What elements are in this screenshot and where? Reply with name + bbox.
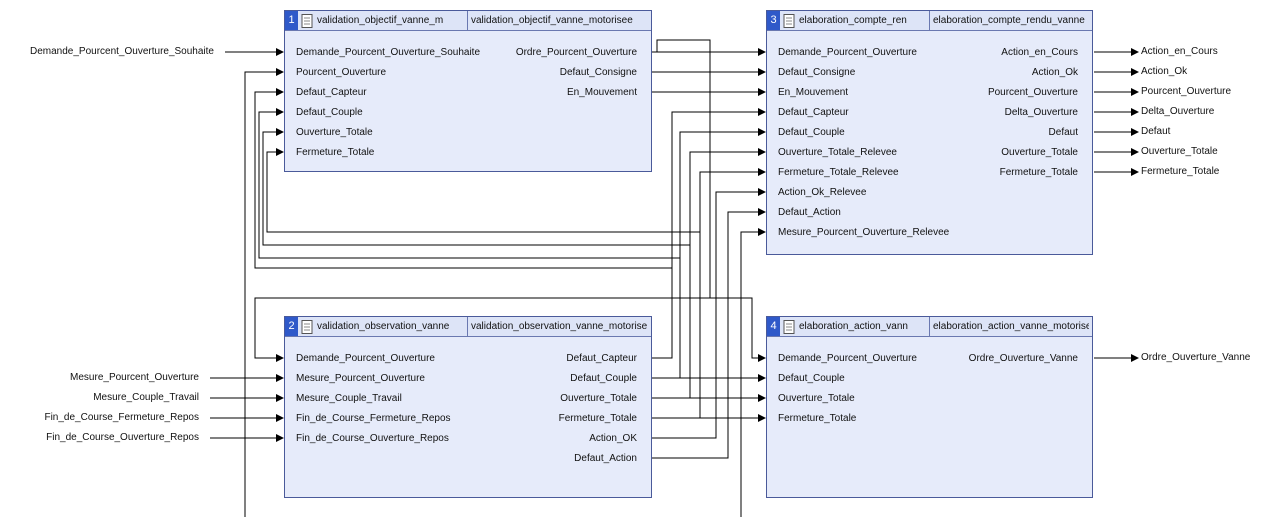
- input-port: Defaut_Couple: [296, 107, 363, 118]
- input-port: Fin_de_Course_Ouverture_Repos: [296, 433, 449, 444]
- output-port: Pourcent_Ouverture: [987, 87, 1078, 98]
- header-divider: [929, 11, 930, 30]
- output-port: Fermeture_Totale: [558, 413, 637, 424]
- wire: [266, 148, 701, 418]
- external-output: Ordre_Ouverture_Vanne: [1141, 352, 1251, 363]
- input-port: Mesure_Pourcent_Ouverture: [296, 373, 425, 384]
- input-port: Ouverture_Totale: [778, 393, 855, 404]
- external-output: Action_Ok: [1141, 66, 1188, 77]
- input-port: Mesure_Couple_Travail: [296, 393, 402, 404]
- block-doc-icon: [301, 320, 313, 334]
- block-header: 2 validation_observation_vanne validatio…: [285, 317, 651, 337]
- input-port: Ouverture_Totale: [296, 127, 373, 138]
- output-port: Ouverture_Totale: [1001, 147, 1078, 158]
- block-number: 3: [767, 11, 780, 30]
- output-port: Defaut_Action: [574, 453, 637, 464]
- output-port: Defaut_Consigne: [559, 67, 637, 78]
- input-port: Fermeture_Totale: [778, 413, 857, 424]
- external-input: Mesure_Pourcent_Ouverture: [70, 372, 199, 383]
- block-header: 1 validation_objectif_vanne_m validation…: [285, 11, 651, 31]
- block-doc-icon: [783, 14, 795, 28]
- external-input: Fin_de_Course_Ouverture_Repos: [46, 432, 199, 443]
- block-number: 1: [285, 11, 298, 30]
- wire: [258, 108, 681, 378]
- input-port: Fin_de_Course_Fermeture_Repos: [296, 413, 451, 424]
- output-port: Action_OK: [589, 433, 637, 444]
- block-name: validation_objectif_vanne_m: [317, 15, 444, 26]
- input-port: Defaut_Couple: [778, 373, 845, 384]
- block-doc-icon: [783, 320, 795, 334]
- output-port: Defaut_Couple: [570, 373, 637, 384]
- input-port: Fermeture_Totale_Relevee: [778, 167, 899, 178]
- input-port: Defaut_Couple: [778, 127, 845, 138]
- block-4[interactable]: 4 elaboration_action_vann elaboration_ac…: [766, 316, 1093, 498]
- external-output: Defaut: [1141, 126, 1171, 137]
- wire: [262, 128, 691, 398]
- header-divider: [467, 11, 468, 30]
- wire: [689, 148, 766, 245]
- block-full-name: elaboration_compte_rendu_vanne: [933, 15, 1085, 26]
- output-port: Action_en_Cours: [1001, 47, 1078, 58]
- wire: [651, 208, 766, 459]
- block-header: 3 elaboration_compte_ren elaboration_com…: [767, 11, 1092, 31]
- output-port: Ordre_Ouverture_Vanne: [968, 353, 1078, 364]
- output-port: Fermeture_Totale: [999, 167, 1078, 178]
- header-divider: [929, 317, 930, 336]
- wire: [710, 297, 766, 362]
- input-port: En_Mouvement: [778, 87, 849, 98]
- wire: [740, 228, 766, 517]
- external-output: Pourcent_Ouverture: [1141, 86, 1232, 97]
- external-input: Mesure_Couple_Travail: [93, 392, 199, 403]
- header-divider: [467, 317, 468, 336]
- external-output: Action_en_Cours: [1141, 46, 1218, 57]
- input-port: Defaut_Capteur: [296, 87, 367, 98]
- wire: [679, 128, 766, 258]
- block-name: elaboration_compte_ren: [799, 15, 907, 26]
- input-port: Pourcent_Ouverture: [296, 67, 387, 78]
- wire: [244, 68, 284, 517]
- block-3[interactable]: 3 elaboration_compte_ren elaboration_com…: [766, 10, 1093, 255]
- output-port: Defaut_Capteur: [566, 353, 637, 364]
- external-input: Fin_de_Course_Fermeture_Repos: [44, 412, 199, 423]
- output-port: Ouverture_Totale: [560, 393, 637, 404]
- external-output: Delta_Ouverture: [1141, 106, 1215, 117]
- input-port: Defaut_Consigne: [778, 67, 856, 78]
- input-port: Demande_Pourcent_Ouverture: [296, 353, 435, 364]
- block-number: 2: [285, 317, 298, 336]
- wire: [699, 168, 766, 232]
- wire: [254, 88, 673, 359]
- output-port: Ordre_Pourcent_Ouverture: [515, 47, 637, 58]
- block-2[interactable]: 2 validation_observation_vanne validatio…: [284, 316, 652, 498]
- external-output: Fermeture_Totale: [1141, 166, 1220, 177]
- block-full-name: validation_observation_vanne_motorisee: [471, 321, 647, 332]
- input-port: Defaut_Capteur: [778, 107, 849, 118]
- input-port: Defaut_Action: [778, 207, 841, 218]
- output-port: Delta_Ouverture: [1004, 107, 1078, 118]
- block-name: validation_observation_vanne: [317, 321, 450, 332]
- block-full-name: validation_objectif_vanne_motorisee: [471, 15, 633, 26]
- block-full-name: elaboration_action_vanne_motorisee: [933, 321, 1089, 332]
- input-port: Demande_Pourcent_Ouverture: [778, 47, 917, 58]
- input-port: Demande_Pourcent_Ouverture_Souhaite: [296, 47, 481, 58]
- input-port: Ouverture_Totale_Relevee: [778, 147, 897, 158]
- external-output: Ouverture_Totale: [1141, 146, 1218, 157]
- block-doc-icon: [301, 14, 313, 28]
- input-port: Mesure_Pourcent_Ouverture_Relevee: [778, 227, 950, 238]
- block-header: 4 elaboration_action_vann elaboration_ac…: [767, 317, 1092, 337]
- external-input: Demande_Pourcent_Ouverture_Souhaite: [29, 46, 214, 57]
- wire: [651, 188, 766, 439]
- block-name: elaboration_action_vann: [799, 321, 908, 332]
- output-port: En_Mouvement: [566, 87, 637, 98]
- input-port: Demande_Pourcent_Ouverture: [778, 353, 917, 364]
- block-number: 4: [767, 317, 780, 336]
- wire: [671, 108, 766, 268]
- block-1[interactable]: 1 validation_objectif_vanne_m validation…: [284, 10, 652, 172]
- input-port: Action_Ok_Relevee: [778, 187, 867, 198]
- input-port: Fermeture_Totale: [296, 147, 375, 158]
- output-port: Defaut: [1048, 127, 1078, 138]
- output-port: Action_Ok: [1031, 67, 1078, 78]
